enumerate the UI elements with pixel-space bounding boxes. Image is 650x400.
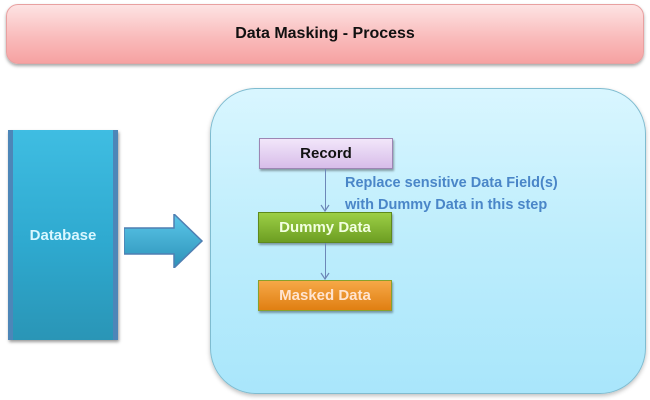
database-block: Database <box>8 130 118 340</box>
step-caption: Replace sensitive Data Field(s) with Dum… <box>345 172 558 216</box>
step-masked-data-label: Masked Data <box>279 287 371 304</box>
step-masked-data: Masked Data <box>258 280 392 311</box>
database-label: Database <box>29 226 97 244</box>
diagram-title: Data Masking - Process <box>235 25 415 42</box>
connector-line <box>325 243 326 279</box>
arrow-down-icon <box>320 204 330 212</box>
step-record-label: Record <box>300 145 352 162</box>
title-banner: Data Masking - Process <box>6 4 644 64</box>
connector-line <box>325 169 326 211</box>
caption-line: with Dummy Data in this step <box>345 197 548 213</box>
step-record: Record <box>259 138 393 169</box>
arrow-down-icon <box>320 272 330 280</box>
right-arrow-icon <box>124 214 204 268</box>
step-dummy-data: Dummy Data <box>258 212 392 243</box>
caption-line: Replace sensitive Data Field(s) <box>345 175 558 191</box>
step-dummy-data-label: Dummy Data <box>279 219 371 236</box>
